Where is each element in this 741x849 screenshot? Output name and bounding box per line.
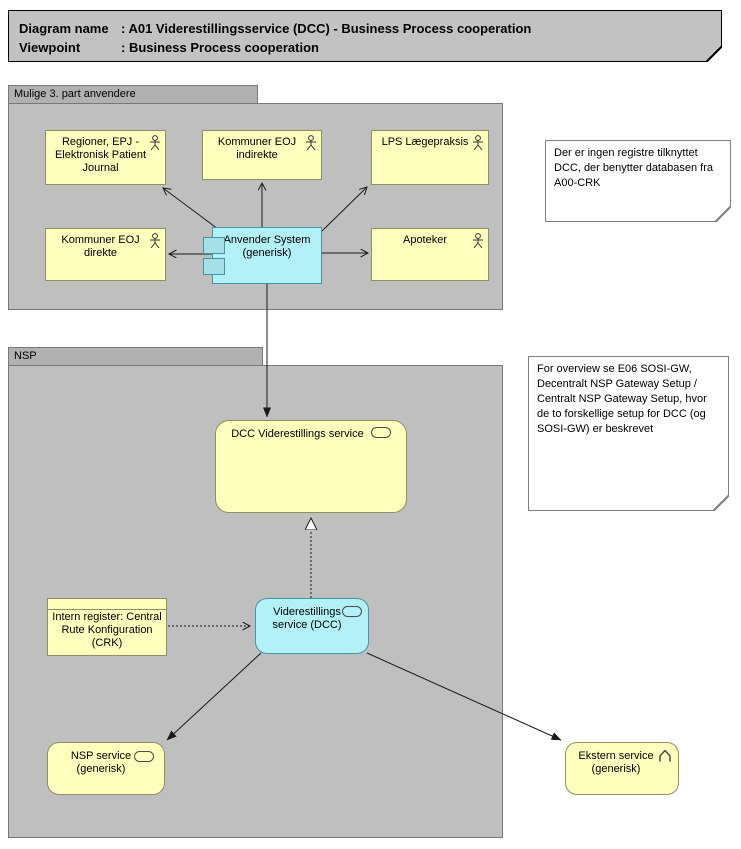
note-text: Der er ingen registre tilknyttet DCC, de… (554, 147, 713, 189)
object-label: Intern register: Central Rute Konfigurat… (52, 611, 162, 649)
service-icon (370, 427, 391, 438)
title-fold-corner-icon (706, 46, 722, 62)
component-tab-icon (203, 237, 225, 254)
diagram-name-value: : A01 Viderestillingsservice (DCC) - Bus… (121, 21, 532, 36)
actor-icon (150, 233, 160, 249)
component-label: Anvender System (generisk) (223, 234, 311, 259)
actor-icon (473, 135, 483, 151)
service-label: Viderestillings service (DCC) (272, 606, 342, 631)
service-label: DCC Viderestillings service (231, 428, 364, 440)
service-ekstern-generisk[interactable]: Ekstern service (generisk) (565, 742, 679, 795)
viewpoint-value: : Business Process cooperation (121, 40, 319, 55)
actor-label: Apoteker (402, 234, 448, 246)
service-label: NSP service (generisk) (70, 750, 132, 775)
object-intern-register-crk[interactable]: Intern register: Central Rute Konfigurat… (47, 598, 167, 656)
actor-icon (473, 233, 483, 249)
actor-lps-laegepraksis[interactable]: LPS Lægepraksis (371, 130, 489, 185)
service-icon (342, 606, 362, 617)
note-no-registers: Der er ingen registre tilknyttet DCC, de… (545, 140, 731, 222)
diagram-name-label: Diagram name (19, 21, 109, 36)
actor-label: LPS Lægepraksis (381, 136, 469, 148)
component-tab-icon (203, 258, 225, 275)
service-label: Ekstern service (generisk) (578, 750, 654, 775)
note-text: For overview se E06 SOSI-GW, Decentralt … (537, 363, 707, 435)
diagram-name-row: Diagram name : A01 Viderestillingsservice… (19, 19, 711, 38)
service-icon (134, 751, 154, 762)
diagram-title-note: Diagram name : A01 Viderestillingsservice… (8, 10, 722, 62)
viewpoint-label: Viewpoint (19, 40, 81, 55)
actor-icon (150, 135, 160, 151)
actor-label: Kommuner EOJ indirekte (217, 136, 297, 161)
actor-kommuner-eoj-direkte[interactable]: Kommuner EOJ direkte (45, 228, 166, 281)
service-nsp-generisk[interactable]: NSP service (generisk) (47, 742, 165, 795)
group-label-nsp: NSP (14, 350, 37, 362)
service-dcc-viderestillings[interactable]: DCC Viderestillings service (215, 420, 407, 513)
viewpoint-row: Viewpoint : Business Process cooperation (19, 38, 711, 57)
note-fold-corner-icon (713, 495, 729, 511)
actor-kommuner-eoj-indirekte[interactable]: Kommuner EOJ indirekte (202, 130, 322, 180)
chevron-up-icon (659, 749, 671, 762)
note-fold-corner-icon (715, 206, 731, 222)
actor-label: Regioner, EPJ - Elektronisk Patient Jour… (54, 136, 147, 174)
actor-label: Kommuner EOJ direkte (61, 234, 140, 259)
actor-regioner-epj[interactable]: Regioner, EPJ - Elektronisk Patient Jour… (45, 130, 166, 185)
data-object-header (48, 599, 166, 610)
service-viderestillings-dcc[interactable]: Viderestillings service (DCC) (255, 598, 369, 654)
component-anvender-system[interactable]: Anvender System (generisk) (203, 227, 322, 284)
group-label-third-party: Mulige 3. part anvendere (14, 88, 136, 100)
note-overview-sosi-gw: For overview se E06 SOSI-GW, Decentralt … (528, 356, 729, 511)
actor-apoteker[interactable]: Apoteker (371, 228, 489, 281)
group-tab-third-party[interactable]: Mulige 3. part anvendere (8, 85, 258, 104)
actor-icon (306, 135, 316, 151)
group-tab-nsp[interactable]: NSP (8, 347, 263, 366)
